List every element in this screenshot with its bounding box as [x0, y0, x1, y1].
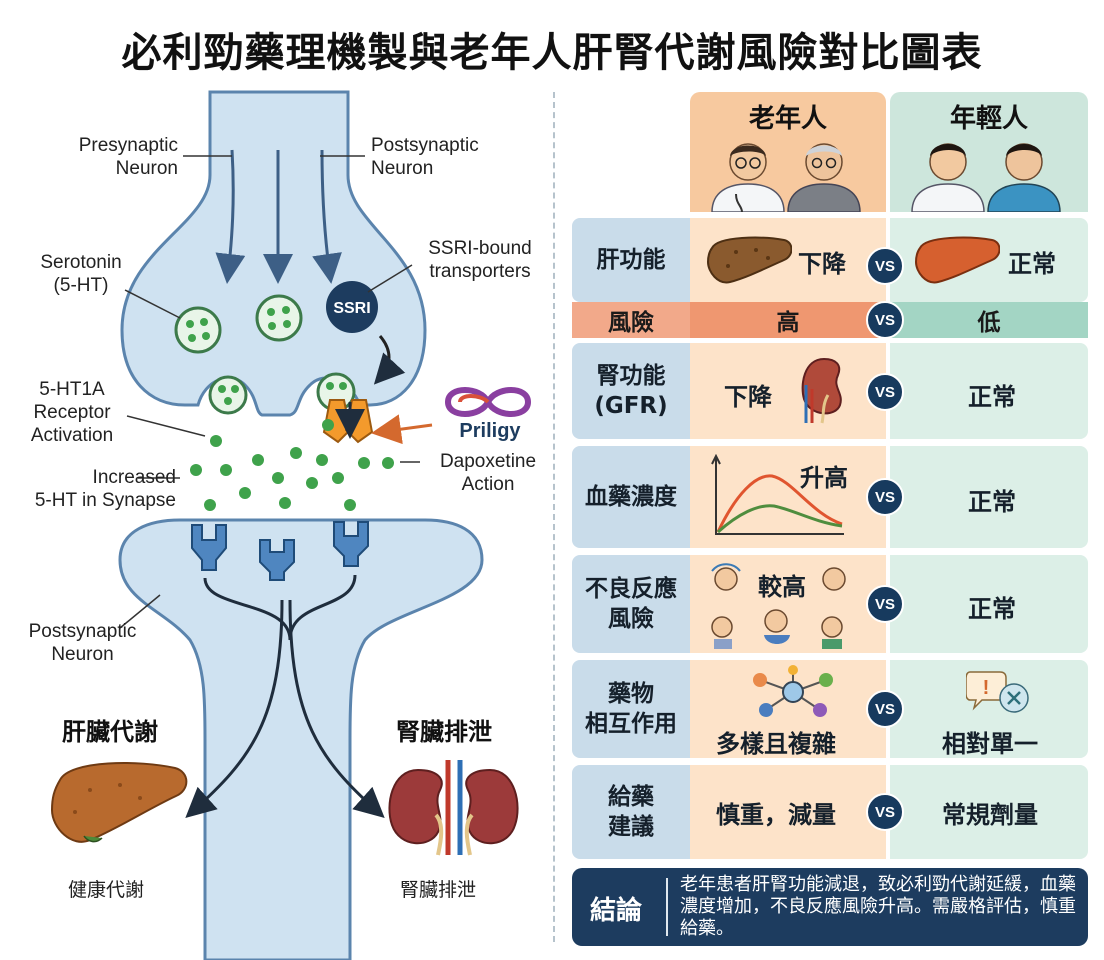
row-label: 肝功能 [572, 218, 690, 302]
increased-label: Increased 5-HT in Synapse [34, 467, 176, 511]
svg-text:!: ! [983, 677, 990, 699]
elderly-value: 多樣且複雜 [716, 730, 836, 758]
liver-caption: 健康代謝 [68, 879, 145, 901]
young-value: 正常 [968, 488, 1016, 516]
row-adverse-reaction: 不良反應 風險 較高 正常 [572, 555, 1088, 653]
postsynaptic-bottom-label: Postsynaptic Neuron [28, 621, 137, 665]
young-value: 常規劑量 [942, 801, 1038, 829]
young-people-icon [911, 143, 1061, 212]
conclusion-text: 老年患者肝腎功能減退，致必利勁代謝延緩，血藥濃度增加，不良反應風險升高。需嚴格評… [680, 874, 1076, 939]
vesicle-1 [174, 306, 222, 354]
vs-badge: VS [866, 478, 904, 516]
young-value: 正常 [968, 595, 1016, 623]
elderly-people-icon [711, 143, 861, 212]
row-kidney-function: 腎功能 (GFR) 下降 正常 [572, 343, 1088, 439]
chat-alert-icon: ! [966, 671, 1029, 713]
young-value: 正常 [1008, 250, 1056, 278]
vs-badge: VS [866, 690, 904, 728]
row-blood-concentration: 血藥濃度 升高 正常 [572, 446, 1088, 548]
row-drug-interaction: 藥物 相互作用 多樣且複雜 ! 相對單一 [572, 660, 1088, 758]
kidney-caption: 腎臟排泄 [400, 879, 477, 901]
healthy-liver-icon [914, 236, 1000, 284]
network-icon [753, 665, 833, 717]
row-label: 藥物 相互作用 [572, 660, 690, 758]
priligy-logo-text: Priligy [459, 420, 521, 442]
conclusion-label: 結論 [590, 896, 643, 926]
young-value: 相對單一 [942, 730, 1038, 758]
row-liver-function: 肝功能 下降 正常 [572, 218, 1088, 302]
section-divider [553, 92, 555, 942]
ssri-bound-label: SSRI-bound transporters [428, 238, 532, 282]
row-label: 給藥 建議 [572, 765, 690, 859]
row-label: 腎功能 (GFR) [572, 343, 690, 439]
liver-illustration [50, 762, 188, 843]
ssri-transporter [322, 399, 374, 444]
vs-badge: VS [866, 585, 904, 623]
elderly-value: 較高 [758, 573, 806, 601]
elderly-column-title: 老年人 [748, 104, 827, 134]
kidney-icon [801, 357, 842, 424]
priligy-logo-icon [444, 387, 532, 417]
ssri-badge-circle [326, 281, 378, 333]
serotonin-label: Serotonin (5-HT) [40, 252, 122, 296]
elderly-value: 升高 [800, 464, 848, 492]
risk-band: 風險 高 低 [572, 302, 1088, 338]
postsynaptic-top-label: Postsynaptic Neuron [371, 135, 479, 179]
risk-young: 低 [890, 302, 1088, 338]
row-label: 不良反應 風險 [572, 555, 690, 653]
damaged-liver-icon [706, 236, 792, 284]
row-dosage-advice: 給藥 建議 慎重，減量 常規劑量 [572, 765, 1088, 859]
row-label: 血藥濃度 [572, 446, 690, 548]
receptors [191, 521, 369, 581]
kidney-heading: 腎臟排泄 [396, 718, 492, 746]
dapoxetine-label: Dapoxetine Action [439, 451, 537, 495]
vs-badge: VS [866, 793, 904, 831]
elderly-value: 慎重，減量 [716, 801, 836, 829]
synapse-diagram: SSRI [50, 90, 519, 960]
release-vesicle-left [208, 375, 248, 415]
kidney-illustration [388, 760, 519, 856]
vs-badge: VS [866, 301, 904, 339]
vs-badge: VS [866, 373, 904, 411]
young-value: 正常 [968, 383, 1016, 411]
presynaptic-label: Presynaptic Neuron [78, 135, 178, 179]
elderly-value: 下降 [724, 383, 772, 411]
side-effect-people-icon [711, 563, 846, 649]
conclusion-box: 結論 老年患者肝腎功能減退，致必利勁代謝延緩，血藥濃度增加，不良反應風險升高。需… [572, 868, 1088, 946]
postsynaptic-neuron-shape [118, 518, 484, 960]
receptor-label: 5-HT1A Receptor Activation [30, 379, 114, 446]
liver-heading: 肝臟代謝 [62, 718, 158, 746]
vesicle-2 [255, 294, 303, 342]
elderly-value: 下降 [798, 250, 846, 278]
young-column-title: 年輕人 [949, 104, 1028, 134]
concentration-curve-icon [711, 454, 844, 535]
risk-label: 風險 [572, 302, 690, 338]
page-title: 必利勁藥理機製與老年人肝腎代謝風險對比圖表 [121, 30, 983, 76]
synaptic-serotonin [190, 419, 394, 511]
ssri-badge-label: SSRI [333, 300, 370, 317]
vs-badge: VS [866, 247, 904, 285]
risk-elderly: 高 [690, 302, 886, 338]
